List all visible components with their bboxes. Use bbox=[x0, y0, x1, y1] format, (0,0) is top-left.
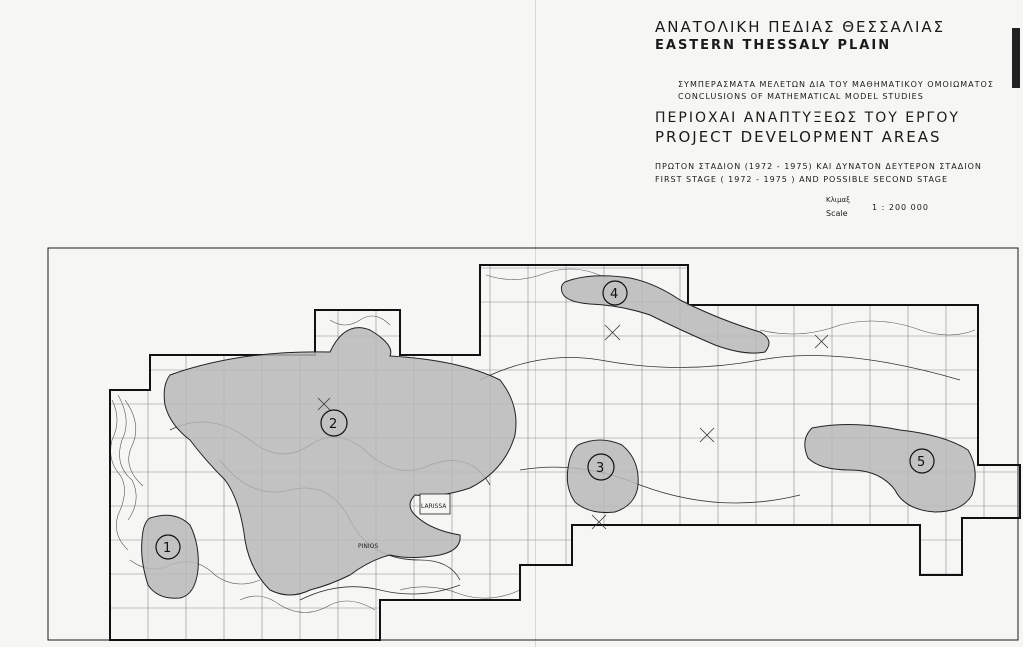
area-5-marker bbox=[909, 448, 935, 474]
area-5 bbox=[804, 423, 976, 513]
area-3-number: 3 bbox=[596, 461, 604, 476]
area-2-number: 2 bbox=[329, 417, 337, 432]
area-3 bbox=[566, 439, 639, 513]
neat-line bbox=[47, 247, 1019, 641]
area-markers bbox=[155, 280, 935, 560]
place-larissa: LARISSA bbox=[421, 503, 447, 510]
title-english: EASTERN THESSALY PLAIN bbox=[655, 38, 892, 53]
stage-greek: ΠΡΩΤΟΝ ΣΤΑΔΙΟΝ (1972 - 1975) ΚΑΙ ΔΥΝΑΤΟΝ… bbox=[655, 162, 982, 171]
area-4 bbox=[560, 275, 770, 354]
area-3-marker bbox=[587, 453, 615, 481]
scale-label-greek: Κλιμαξ bbox=[826, 196, 851, 204]
sheet-fold bbox=[535, 0, 536, 647]
sheet-edge-mark bbox=[1012, 28, 1020, 88]
project-title-english: PROJECT DEVELOPMENT AREAS bbox=[655, 128, 942, 146]
area-1-number: 1 bbox=[163, 541, 171, 556]
stage-english: FIRST STAGE ( 1972 - 1975 ) AND POSSIBLE… bbox=[655, 175, 949, 184]
area-2 bbox=[163, 327, 517, 596]
area-4-number: 4 bbox=[610, 287, 618, 302]
scale-value: 1 : 200 000 bbox=[872, 203, 929, 212]
subtitle-english: CONCLUSIONS OF MATHEMATICAL MODEL STUDIE… bbox=[678, 92, 924, 101]
area-5-number: 5 bbox=[917, 455, 925, 470]
title-block: ΑΝΑΤΟΛΙΚΗ ΠΕΔΙΑΣ ΘΕΣΣΑΛΙΑΣ EASTERN THESS… bbox=[655, 18, 1015, 53]
title-greek: ΑΝΑΤΟΛΙΚΗ ΠΕΔΙΑΣ ΘΕΣΣΑΛΙΑΣ bbox=[655, 18, 946, 36]
area-1-marker bbox=[155, 534, 181, 560]
project-title-greek: ΠΕΡΙΟΧΑΙ ΑΝΑΠΤΥΞΕΩΣ ΤΟΥ ΕΡΓΟΥ bbox=[655, 110, 960, 126]
subtitle-greek: ΣΥΜΠΕΡΑΣΜΑΤΑ ΜΕΛΕΤΩΝ ΔΙΑ ΤΟΥ ΜΑΘΗΜΑΤΙΚΟΥ… bbox=[678, 80, 994, 89]
well-markers bbox=[317, 324, 829, 530]
area-2-marker bbox=[320, 409, 348, 437]
area-1 bbox=[141, 514, 199, 599]
area-4-marker bbox=[602, 280, 628, 306]
map-outline bbox=[109, 264, 1021, 641]
scale-label-english: Scale bbox=[826, 209, 848, 218]
larissa-town-marker bbox=[419, 493, 451, 515]
place-pinios: PINIOS bbox=[358, 543, 378, 550]
